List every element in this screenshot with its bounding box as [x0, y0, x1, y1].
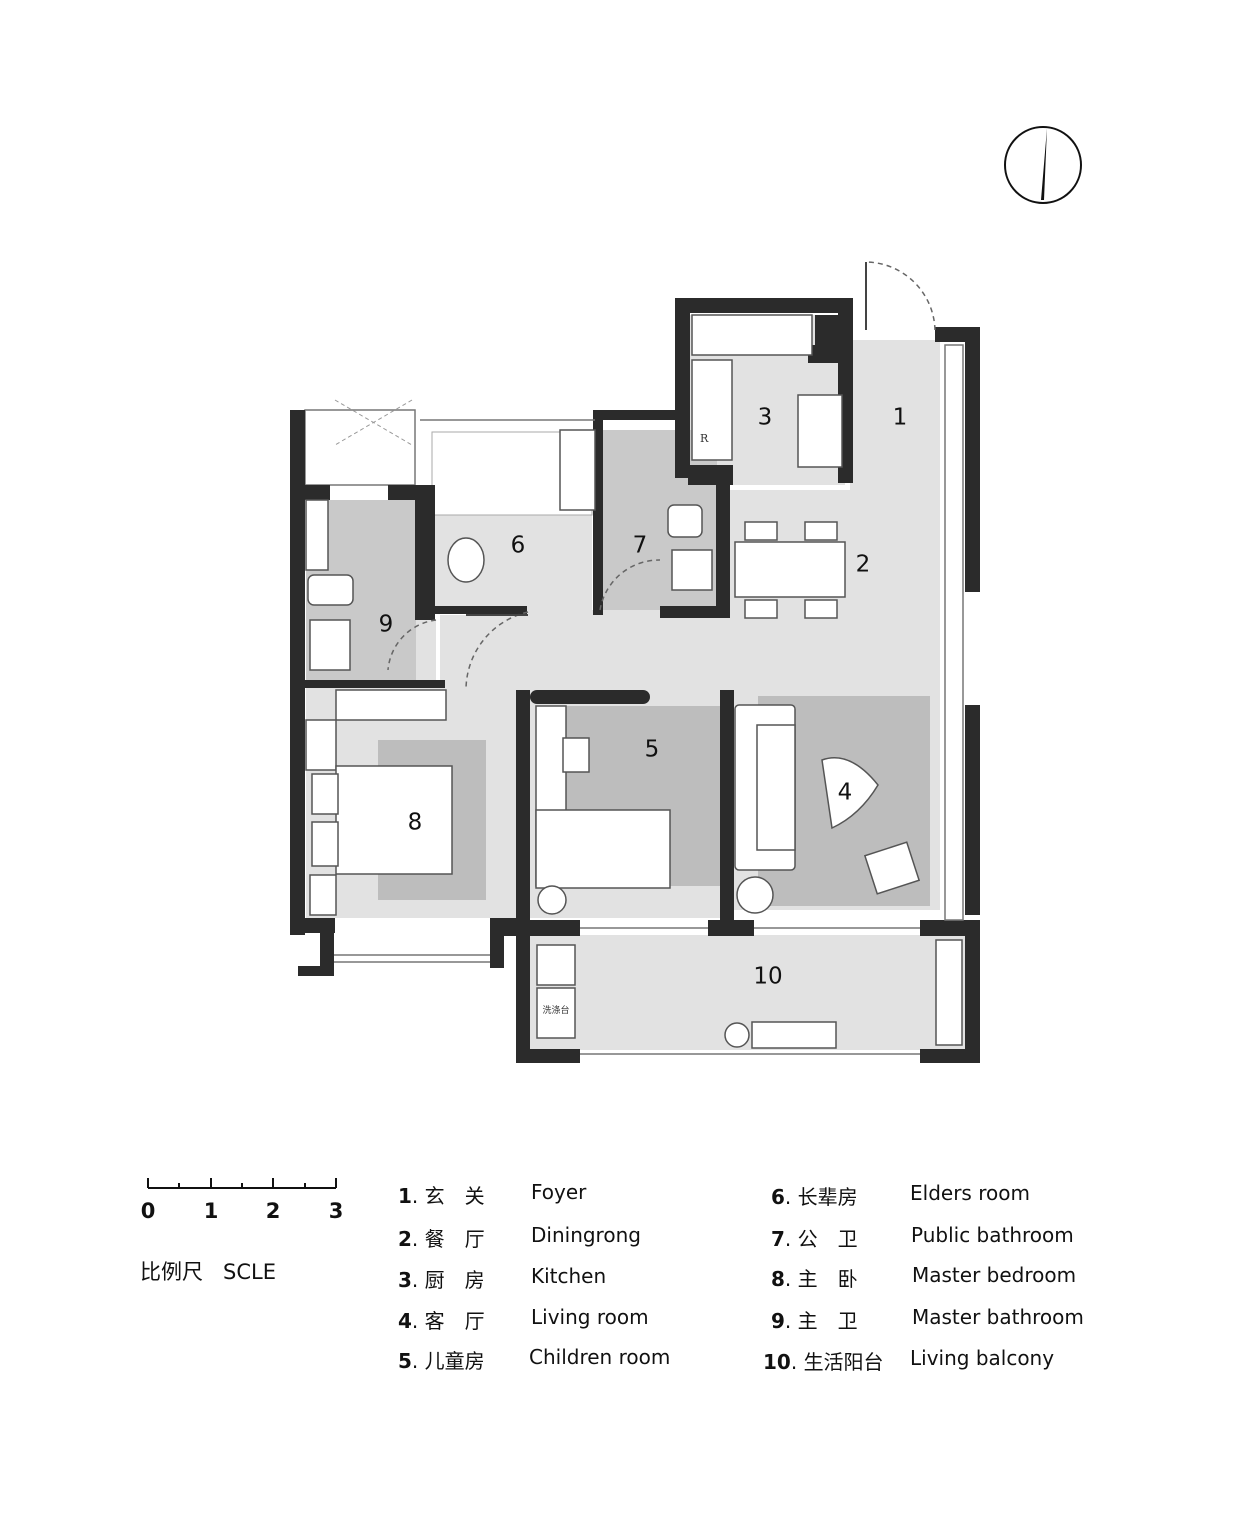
- legend-en-7: Public bathroom: [911, 1223, 1074, 1247]
- legend-num: 10: [763, 1350, 791, 1374]
- legend-cn: 餐 厅: [424, 1227, 485, 1251]
- legend-num: 5: [398, 1349, 412, 1373]
- north-arrow-icon: [1004, 126, 1082, 204]
- scale-title-cn: 比例尺: [140, 1260, 203, 1284]
- room-number-labels: 1 2 3 4 5 6 7 8 9 10: [379, 405, 908, 990]
- legend-item-7: 7. 公 卫: [771, 1227, 858, 1251]
- scale-tick-0: 0: [141, 1199, 156, 1223]
- scale-tick-2: 2: [266, 1199, 281, 1223]
- room-number-10: 10: [753, 964, 782, 990]
- child-bed: [535, 809, 671, 889]
- legend-num: 6: [771, 1185, 785, 1209]
- legend-en-5: Children room: [529, 1345, 671, 1369]
- legend-num: 2: [398, 1227, 412, 1251]
- legend-item-9: 9. 主 卫: [771, 1309, 858, 1333]
- legend-en-3: Kitchen: [531, 1264, 607, 1288]
- legend-cn: 主 卧: [797, 1267, 858, 1291]
- coffee-table: [821, 757, 879, 830]
- master-bed: [335, 765, 453, 875]
- legend-num: 1: [398, 1184, 412, 1208]
- legend-num: 8: [771, 1267, 785, 1291]
- dining-table: [734, 541, 846, 598]
- windows: [334, 344, 964, 1055]
- legend-en-2: Diningrong: [531, 1223, 641, 1247]
- legend-cn: 主 卫: [797, 1309, 858, 1333]
- fridge-label: R: [700, 432, 709, 445]
- legend-item-8: 8. 主 卧: [771, 1267, 858, 1291]
- scale-title-en: SCLE: [223, 1260, 276, 1284]
- door-leaves: [466, 262, 867, 616]
- room-number-7: 7: [633, 533, 648, 559]
- legend-cn: 厨 房: [424, 1268, 485, 1292]
- legend-num: 9: [771, 1309, 785, 1333]
- room-number-8: 8: [408, 810, 423, 836]
- furniture: [305, 314, 963, 1049]
- legend-item-5: 5. 儿童房: [398, 1349, 485, 1373]
- wash-basin-label: 洗涤台: [542, 1004, 569, 1016]
- scale-title: 比例尺 SCLE: [140, 1256, 296, 1286]
- walls: [290, 298, 980, 1063]
- room-number-4: 4: [838, 780, 853, 806]
- legend-en-1: Foyer: [531, 1180, 587, 1204]
- legend-item-10: 10. 生活阳台: [763, 1350, 884, 1374]
- legend-en-9: Master bathroom: [912, 1305, 1084, 1329]
- legend-num: 3: [398, 1268, 412, 1292]
- room-number-2: 2: [856, 552, 871, 578]
- legend-cn: 儿童房: [424, 1349, 485, 1373]
- legend-item-6: 6. 长辈房: [771, 1185, 858, 1209]
- legend-en-10: Living balcony: [910, 1346, 1055, 1370]
- armchair: [863, 841, 921, 895]
- legend-cn: 客 厅: [424, 1309, 485, 1333]
- doors: [387, 261, 936, 691]
- legend-cn: 生活阳台: [803, 1350, 884, 1374]
- legend-en-8: Master bedroom: [912, 1263, 1077, 1287]
- room-number-9: 9: [379, 612, 394, 638]
- room-number-3: 3: [758, 405, 773, 431]
- room-number-1: 1: [893, 405, 908, 431]
- scale-tick-1: 1: [204, 1199, 219, 1223]
- legend-item-4: 4. 客 厅: [398, 1309, 485, 1333]
- legend-item-2: 2. 餐 厅: [398, 1227, 485, 1251]
- legend-num: 7: [771, 1227, 785, 1251]
- room-number-5: 5: [645, 737, 660, 763]
- legend-item-3: 3. 厨 房: [398, 1268, 485, 1292]
- legend-num: 4: [398, 1309, 412, 1333]
- legend-cn: 玄 关: [424, 1184, 485, 1208]
- legend-en-6: Elders room: [910, 1181, 1030, 1205]
- room-number-6: 6: [511, 533, 526, 559]
- scale-bar: [147, 1178, 337, 1189]
- legend-en-4: Living room: [531, 1305, 649, 1329]
- legend-cn: 长辈房: [797, 1185, 858, 1209]
- scale-tick-3: 3: [329, 1199, 344, 1223]
- legend-cn: 公 卫: [797, 1227, 858, 1251]
- legend-item-1: 1. 玄 关: [398, 1184, 485, 1208]
